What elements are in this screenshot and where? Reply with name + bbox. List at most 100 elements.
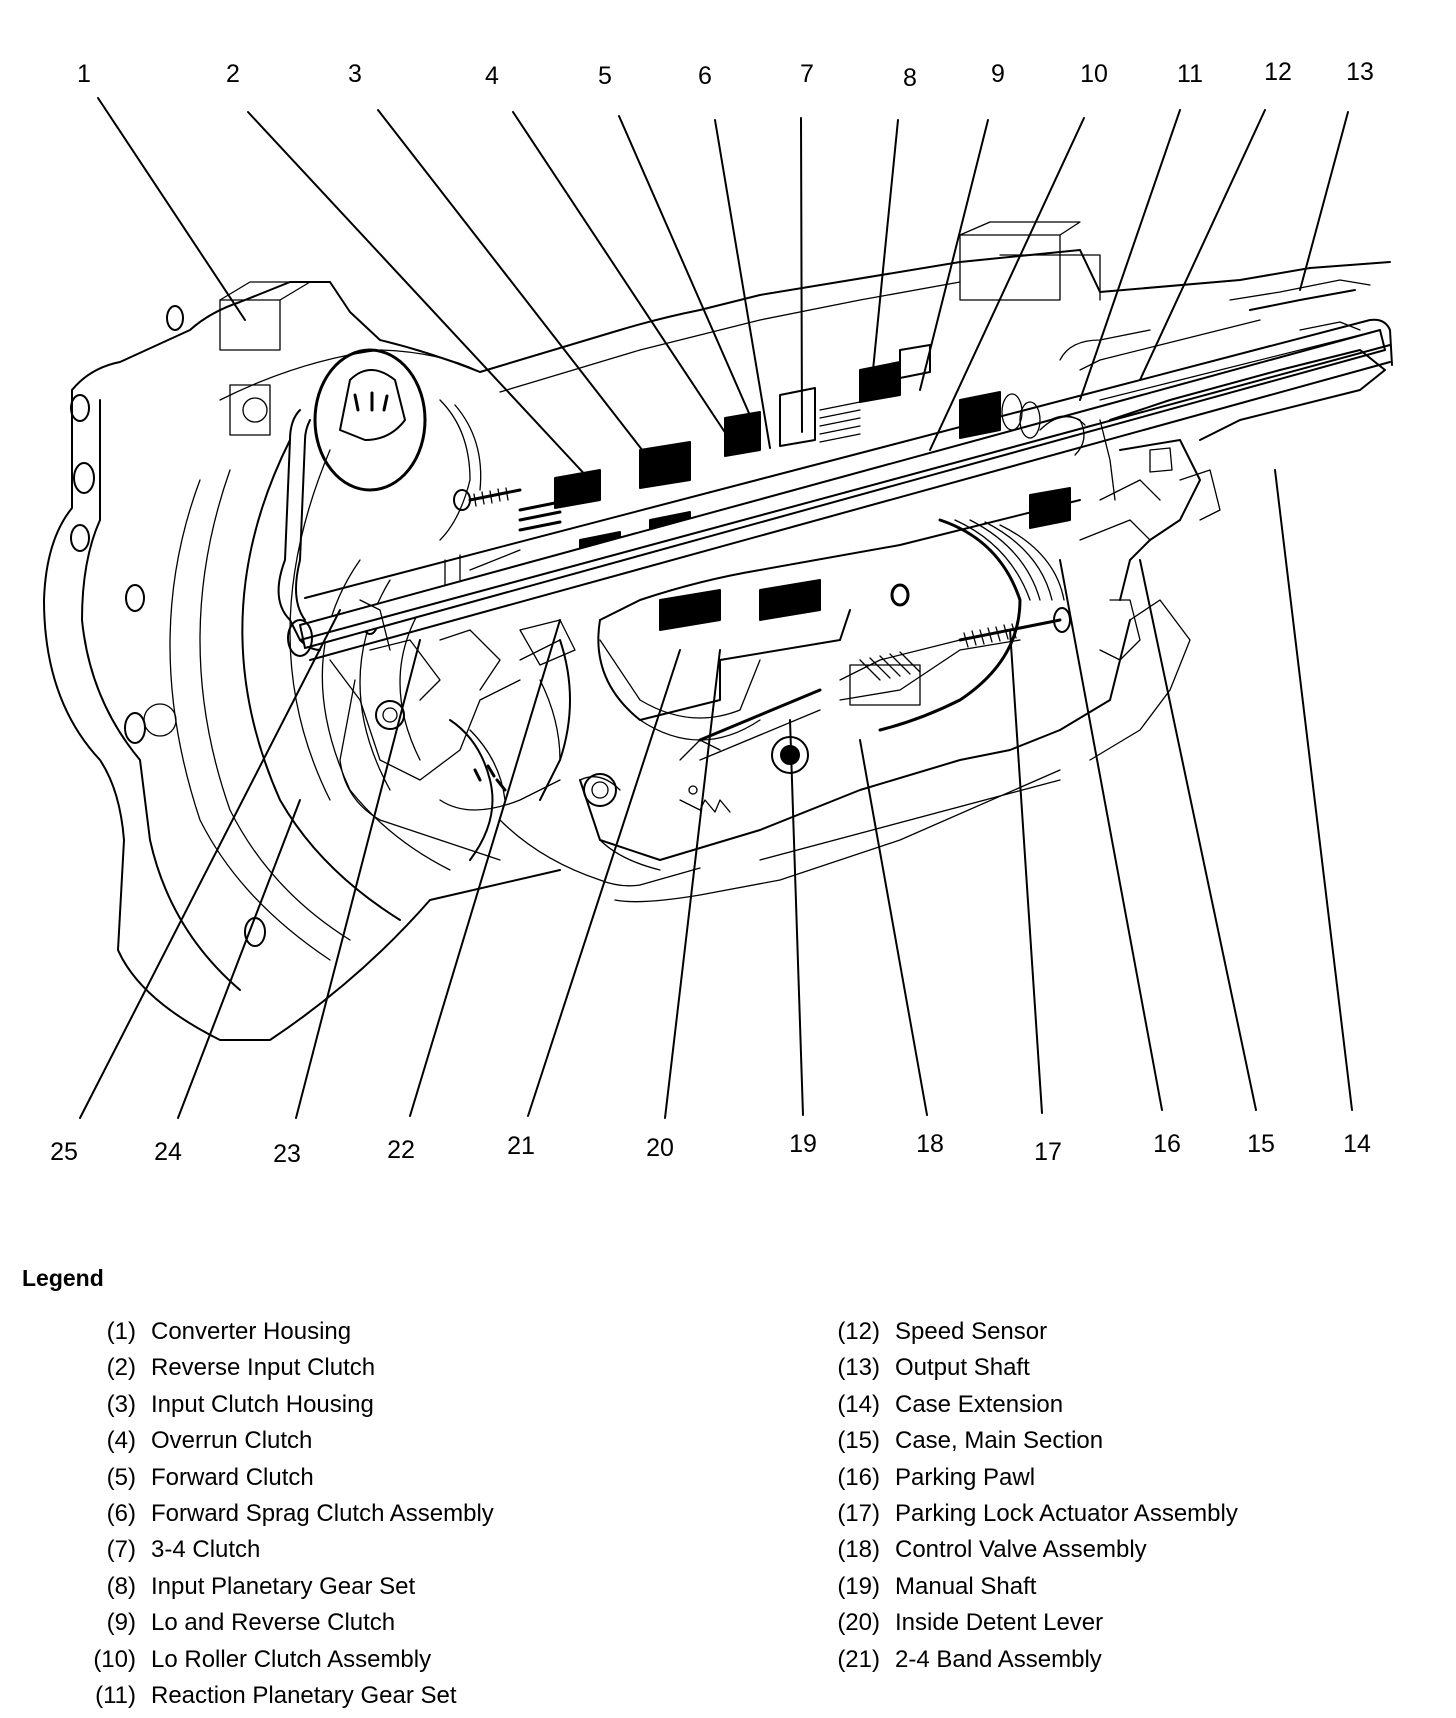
callout-label-9: 9: [991, 60, 1005, 88]
legend-item: (6) Forward Sprag Clutch Assembly: [70, 1500, 494, 1536]
legend-item-label: 3-4 Clutch: [151, 1536, 261, 1564]
callout-label-15: 15: [1247, 1130, 1275, 1158]
legend-item: (16) Parking Pawl: [826, 1464, 1238, 1500]
callout-label-24: 24: [154, 1138, 182, 1166]
legend-item: (13) Output Shaft: [826, 1354, 1238, 1390]
planetary-and-band-drawing: [519, 487, 1081, 801]
leader-line-9: [919, 119, 989, 391]
legend-item: (14) Case Extension: [826, 1391, 1238, 1427]
legend-item-number: (21): [837, 1645, 880, 1673]
leader-line-1: [97, 97, 246, 321]
legend-item: (18) Control Valve Assembly: [826, 1536, 1238, 1572]
legend-item: (10)Lo Roller Clutch Assembly: [70, 1646, 494, 1682]
callout-label-16: 16: [1153, 1130, 1181, 1158]
callout-label-23: 23: [273, 1140, 301, 1168]
legend-item-label: Input Clutch Housing: [151, 1390, 374, 1418]
legend-item: (3) Input Clutch Housing: [70, 1391, 494, 1427]
legend-item-number: (1): [106, 1318, 136, 1345]
callout-label-13: 13: [1346, 58, 1374, 86]
legend-item: (15)Case, Main Section: [826, 1427, 1238, 1463]
legend-item-number: (12): [837, 1318, 880, 1345]
callout-label-25: 25: [50, 1138, 78, 1166]
legend-item-label: Case Extension: [895, 1390, 1064, 1418]
legend-item-label: Forward Sprag Clutch Assembly: [151, 1499, 494, 1527]
transmission-illustration: 1234567891011121325242322212019181716151…: [43, 58, 1393, 1168]
callout-label-6: 6: [698, 62, 712, 90]
legend-item-number: (18): [837, 1536, 880, 1564]
leader-line-10: [929, 117, 1085, 451]
legend-column-1: (1)Converter Housing(2)Reverse Input Clu…: [70, 1318, 494, 1718]
legend-item-number: (6): [106, 1499, 136, 1527]
callout-label-17: 17: [1034, 1138, 1062, 1166]
legend-item-label: Parking Lock Actuator Assembly: [895, 1499, 1238, 1527]
legend-item-number: (17): [837, 1499, 880, 1527]
lower-front-components-drawing: [329, 599, 576, 861]
callout-label-7: 7: [800, 60, 814, 88]
legend-item-number: (2): [106, 1354, 136, 1382]
leader-line-7: [800, 117, 803, 433]
output-shaft-drawing: [287, 318, 1393, 661]
legend-item: (8)Input Planetary Gear Set: [70, 1573, 494, 1609]
leader-line-22: [409, 619, 561, 1117]
callout-label-3: 3: [348, 60, 362, 88]
legend-item: (5)Forward Clutch: [70, 1464, 494, 1500]
legend-item-number: (8): [106, 1572, 136, 1600]
clutch-pack-hatching: [518, 344, 1001, 569]
legend-item-label: Speed Sensor: [895, 1318, 1048, 1345]
legend-item-number: (14): [837, 1390, 880, 1418]
leader-line-5: [618, 115, 753, 421]
leader-line-17: [1009, 629, 1043, 1114]
legend-item: (17) Parking Lock Actuator Assembly: [826, 1500, 1238, 1536]
legend-item-number: (5): [106, 1463, 136, 1491]
leader-line-24: [177, 799, 301, 1119]
main-case-drawing: [453, 221, 1391, 569]
legend-item-label: Reverse Input Clutch: [151, 1354, 376, 1382]
legend-item-label: Reaction Planetary Gear Set: [151, 1681, 457, 1709]
legend-item-label: Output Shaft: [895, 1354, 1030, 1382]
legend-title: Legend: [22, 1265, 104, 1291]
callout-label-22: 22: [387, 1136, 415, 1164]
callout-label-21: 21: [507, 1132, 535, 1160]
legend-item: (7) 3-4 Clutch: [70, 1536, 494, 1572]
legend-item-number: (13): [837, 1354, 880, 1382]
legend-item: (21) 2-4 Band Assembly: [826, 1646, 1238, 1682]
leader-line-15: [1139, 559, 1257, 1111]
legend-item-label: Parking Pawl: [895, 1463, 1036, 1491]
legend-item-label: Manual Shaft: [895, 1572, 1037, 1600]
legend-item: (4) Overrun Clutch: [70, 1427, 494, 1463]
leader-line-14: [1274, 469, 1353, 1111]
leader-line-8: [869, 119, 899, 401]
legend-item-label: Inside Detent Lever: [895, 1609, 1104, 1637]
callout-leader-lines: [79, 97, 1353, 1119]
legend-item-label: Control Valve Assembly: [895, 1536, 1147, 1564]
valve-body-and-pan-drawing: [499, 599, 1191, 903]
legend-item: (20) Inside Detent Lever: [826, 1609, 1238, 1645]
callout-label-19: 19: [789, 1130, 817, 1158]
leader-line-11: [1079, 109, 1181, 401]
legend-item-label: Overrun Clutch: [151, 1427, 313, 1455]
leader-line-21: [527, 649, 681, 1117]
legend-item-number: (11): [95, 1681, 136, 1709]
legend-item-number: (15): [837, 1427, 880, 1455]
leader-line-20: [664, 649, 721, 1119]
leader-line-23: [295, 639, 421, 1119]
legend-item: (12) Speed Sensor: [826, 1318, 1238, 1354]
legend-item-number: (10): [93, 1645, 136, 1673]
legend-item-number: (19): [837, 1572, 880, 1600]
leader-line-12: [1139, 109, 1266, 381]
legend-item-number: (7): [106, 1536, 136, 1564]
callout-label-14: 14: [1343, 1130, 1371, 1158]
legend-item-number: (20): [837, 1609, 880, 1637]
legend: Legend: [22, 1265, 104, 1292]
legend-item-number: (4): [106, 1427, 136, 1455]
legend-item-number: (16): [837, 1463, 880, 1491]
leader-line-18: [859, 739, 928, 1116]
callout-label-20: 20: [646, 1134, 674, 1162]
legend-item: (11) Reaction Planetary Gear Set: [70, 1682, 494, 1718]
legend-item: (2) Reverse Input Clutch: [70, 1354, 494, 1390]
legend-item-label: 2-4 Band Assembly: [895, 1645, 1102, 1673]
callout-label-18: 18: [916, 1130, 944, 1158]
legend-item-number: (3): [106, 1390, 136, 1418]
